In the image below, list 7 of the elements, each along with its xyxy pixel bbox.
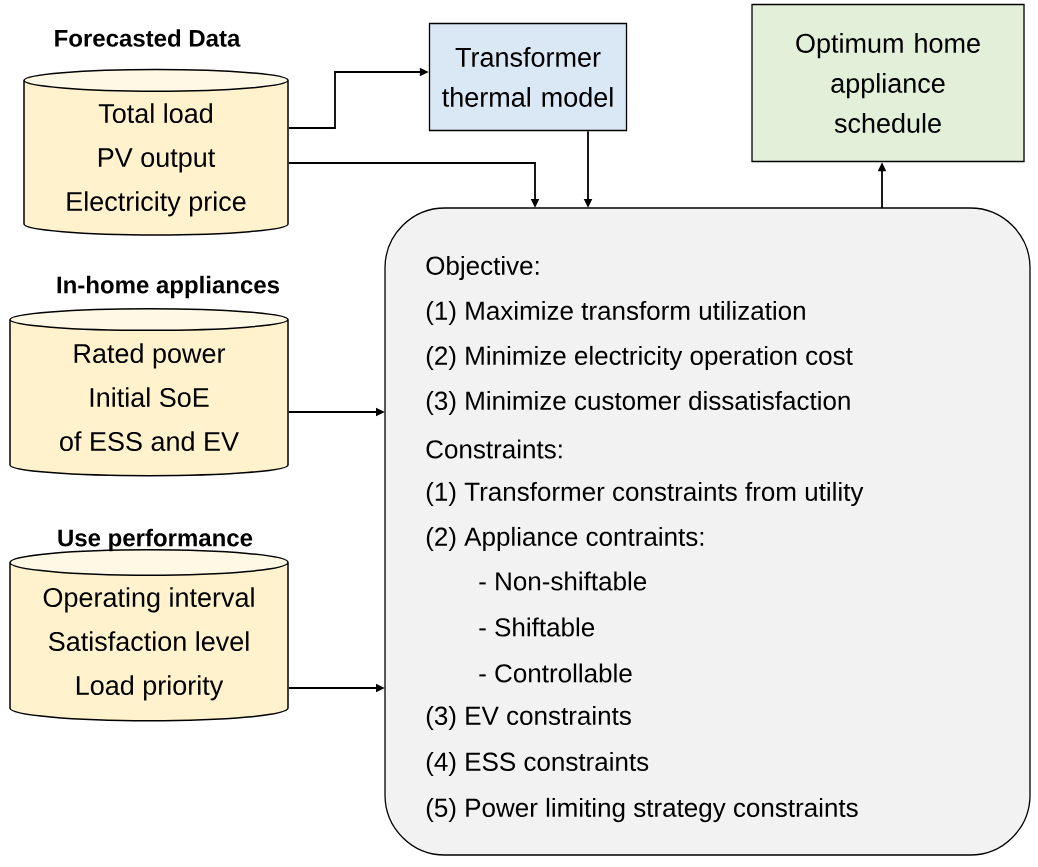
process-box: Optimum home appliance schedule (751, 3, 1025, 163)
heading: In-home appliances (57, 275, 280, 299)
optimization-panel: Objective: (1) Maximize transform utilization (2) Minimize electricity operation cost (3) Minimize customer dissatisfaction Constraints: (1) Transformer constraints from utility (2) Appliance contraints: - Non-shiftable - Shiftable - Controllable (3) EV constraints (4) ESS constraints (5) Power limiting strategy constraints (384, 207, 1031, 856)
heading: Forecasted Data (55, 29, 241, 47)
database-cylinder: Total load PV output Electricity price (23, 68, 289, 236)
process-box: Transformer thermal model (428, 22, 628, 132)
database-cylinder: Rated power Initial SoE of ESS and EV (9, 307, 289, 477)
